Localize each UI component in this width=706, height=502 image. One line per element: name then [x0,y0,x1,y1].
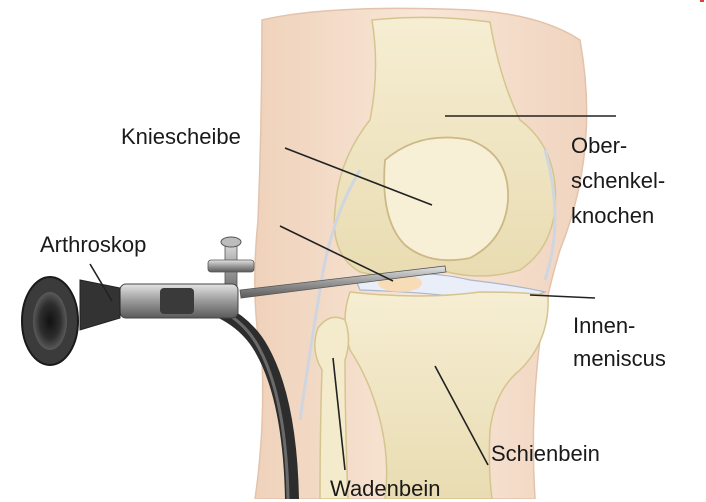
arthroscope-eyepiece-lens [33,292,67,350]
label-oberschenkelknochen-line-1: Ober- [571,128,665,163]
label-schienbein: Schienbein [491,440,600,467]
label-kniescheibe: Kniescheibe [121,123,241,150]
label-innenmeniscus: Innen- meniscus [573,309,666,375]
arthroscope-light-cap [221,237,241,247]
label-innenmeniscus-line-2: meniscus [573,342,666,375]
arthroscope-valve [208,260,254,272]
label-oberschenkelknochen: Ober- schenkel- knochen [571,128,665,233]
label-arthroskop: Arthroskop [40,231,146,258]
label-wadenbein: Wadenbein [330,475,440,502]
patella-bone [384,138,508,261]
label-oberschenkelknochen-line-2: schenkel- [571,163,665,198]
arthroscope-grip [160,288,194,314]
label-innenmeniscus-line-1: Innen- [573,309,666,342]
label-oberschenkelknochen-line-3: knochen [571,198,665,233]
corner-mark [700,0,704,2]
arthroscope-eyepiece [80,280,120,330]
